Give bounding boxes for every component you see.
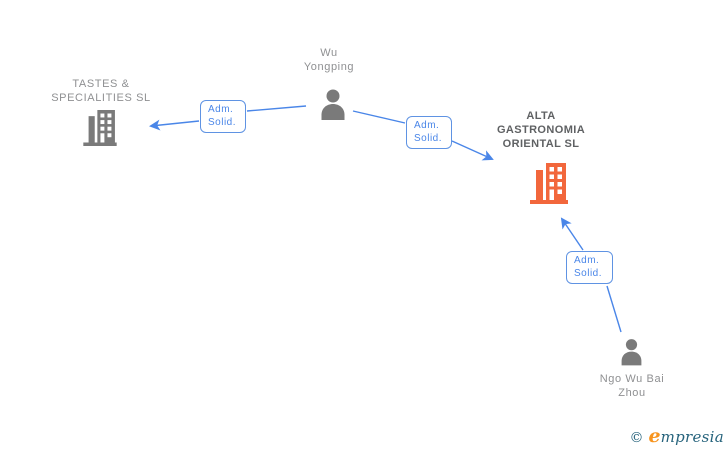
edge-label-line: Adm. xyxy=(574,255,600,266)
building-icon-tastes-specialities[interactable] xyxy=(82,110,118,146)
edge-line-box1-to-tastes xyxy=(149,119,200,131)
edge-label-wu-alta: Adm. Solid. xyxy=(406,116,452,149)
copyright-icon: © xyxy=(629,430,644,446)
node-label-ngo-wu-bai-zhou[interactable]: Ngo Wu Bai Zhou xyxy=(580,372,684,400)
building-shape xyxy=(83,110,117,146)
node-label-line: Zhou xyxy=(618,387,646,399)
edge-label-ngo-alta: Adm. Solid. xyxy=(566,251,613,284)
edge-label-wu-tastes: Adm. Solid. xyxy=(200,100,246,133)
node-label-line: GASTRONOMIA xyxy=(496,124,586,136)
edge-label-line: Solid. xyxy=(574,268,603,279)
node-label-line: ALTA xyxy=(526,110,556,122)
edge-label-line: Solid. xyxy=(208,117,237,128)
building-shape xyxy=(530,163,568,204)
node-label-wu-yongping[interactable]: Wu Yongping xyxy=(269,46,389,74)
node-label-tastes-specialities[interactable]: TASTES & SPECIALITIES SL xyxy=(31,77,171,105)
person-head xyxy=(625,339,638,351)
edge-line-wu-to-box2 xyxy=(352,110,406,124)
node-label-line: Ngo Wu Bai xyxy=(599,373,665,385)
edge-line-box3-to-alta xyxy=(560,217,584,251)
node-label-line: SPECIALITIES SL xyxy=(51,92,151,104)
person-body xyxy=(321,104,345,120)
brand-initial: e xyxy=(648,425,661,447)
building-windows xyxy=(549,167,562,200)
person-body xyxy=(621,351,642,366)
edge-label-line: Adm. xyxy=(414,120,440,131)
building-windows xyxy=(100,113,112,143)
person-head xyxy=(326,89,340,103)
person-icon-wu-yongping[interactable] xyxy=(315,89,351,120)
node-label-line: TASTES & xyxy=(72,78,130,90)
building-icon-alta-gastronomia[interactable] xyxy=(530,163,568,204)
edge-label-line: Solid. xyxy=(414,133,443,144)
edge-label-line: Adm. xyxy=(208,104,234,115)
node-label-alta-gastronomia[interactable]: ALTA GASTRONOMIA ORIENTAL SL xyxy=(473,109,609,151)
edge-line-ngo-to-box3 xyxy=(606,285,622,333)
node-label-line: Wu xyxy=(320,47,338,59)
node-label-line: ORIENTAL SL xyxy=(502,138,580,150)
node-label-line: Yongping xyxy=(303,61,355,73)
edge-line-wu-to-box1 xyxy=(246,105,307,112)
person-icon-ngo-wu-bai-zhou[interactable] xyxy=(616,337,647,367)
brand-name: mpresia xyxy=(660,428,724,446)
empresia-watermark: © e mpresia xyxy=(629,425,724,447)
